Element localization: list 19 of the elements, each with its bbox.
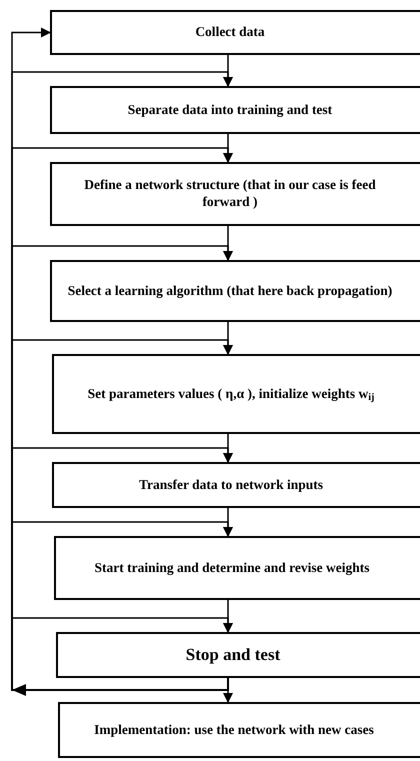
step-text: Select a learning algorithm (that here back propagation) [68, 282, 392, 300]
step-text: Separate data into training and test [128, 102, 332, 118]
step-text: Implementation: use the network with new cases [94, 722, 374, 738]
process-box [58, 702, 420, 758]
process-box [50, 10, 420, 55]
process-box [52, 354, 420, 434]
process-box [50, 162, 420, 226]
step-text: Stop and test [186, 644, 280, 666]
process-box [50, 260, 420, 322]
process-box [50, 86, 420, 134]
step-text: Start training and determine and revise weights [94, 560, 370, 576]
step-text: Collect data [195, 24, 265, 41]
process-box [54, 536, 420, 600]
process-box [56, 632, 420, 678]
step-text: Set parameters values ( η,α ), initialize weights w$_{ij}$ [88, 386, 374, 402]
step-text: Transfer data to network inputs [138, 476, 323, 494]
arrow [11, 617, 233, 691]
process-box [52, 462, 420, 508]
step-text: Define a network structure (that in our case is feed forward ) [83, 177, 377, 211]
